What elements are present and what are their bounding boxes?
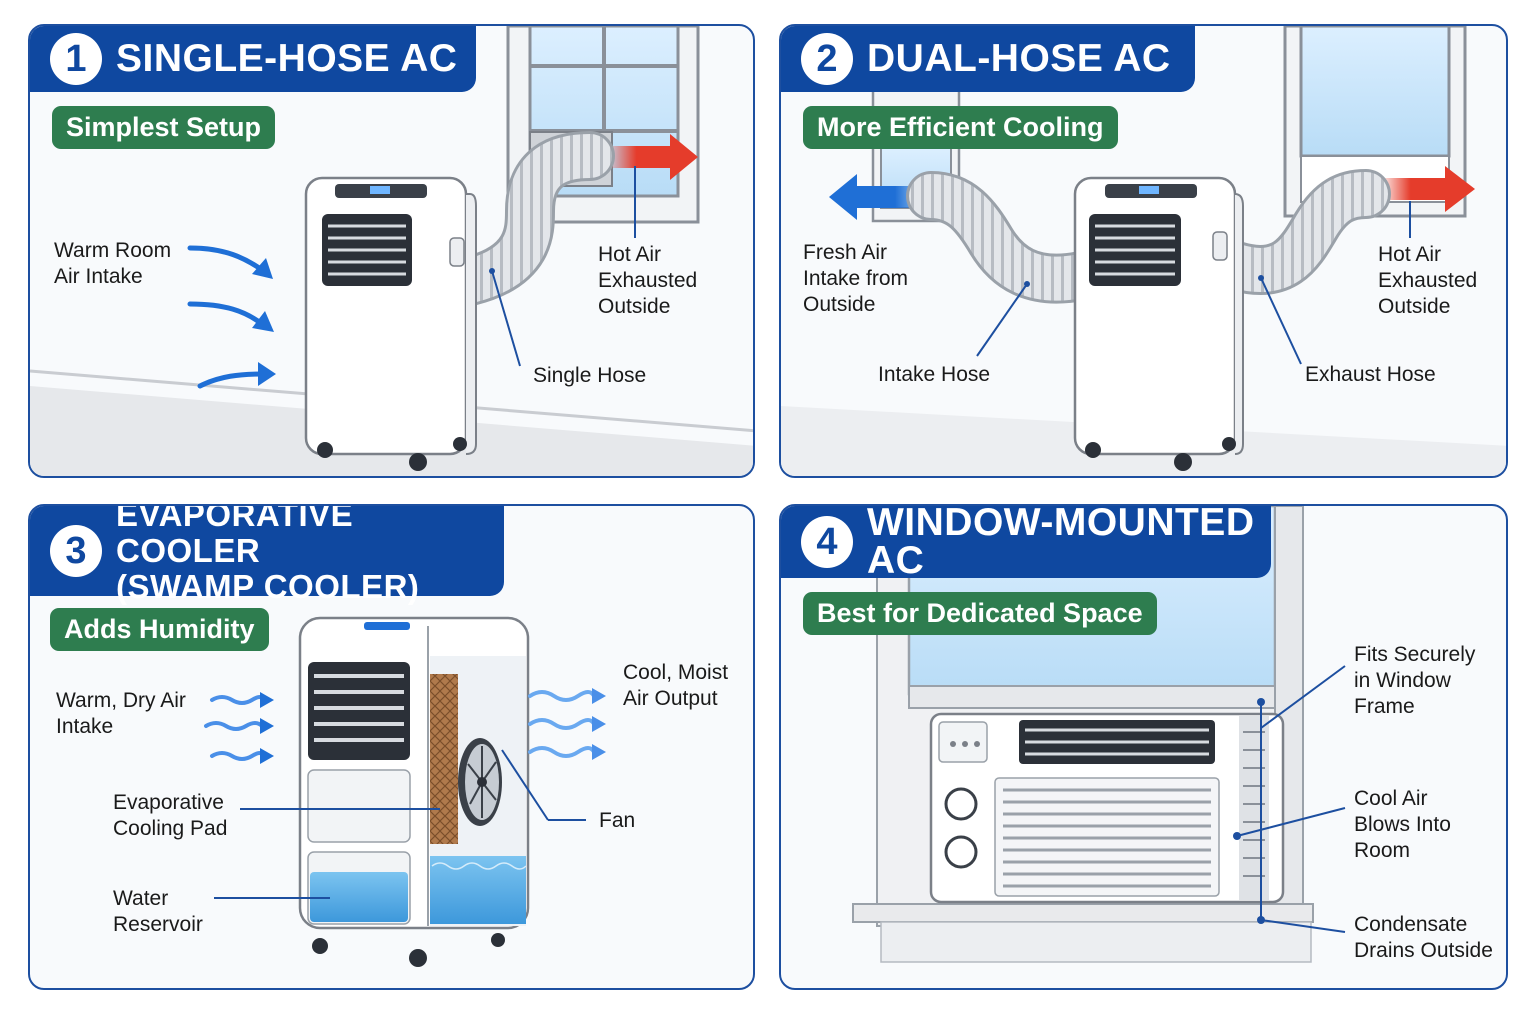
label-fresh-air-intake: Fresh Air Intake from Outside bbox=[803, 241, 909, 316]
label-intake-hose: Intake Hose bbox=[878, 363, 991, 386]
warm-intake-arrows-icon bbox=[187, 245, 276, 389]
feature-badge: Best for Dedicated Space bbox=[803, 592, 1157, 635]
portable-ac-unit bbox=[1073, 176, 1244, 471]
warm-dry-intake-arrows-icon bbox=[204, 692, 274, 764]
label-warm-room-air-intake: Warm Room Air Intake bbox=[54, 239, 172, 288]
label-fits-securely: Fits Securely in Window Frame bbox=[1354, 643, 1476, 718]
panel-number: 3 bbox=[50, 525, 102, 577]
panel-title-bar: 1 SINGLE-HOSE AC bbox=[30, 26, 476, 92]
panel-title: WINDOW-MOUNTED AC bbox=[867, 504, 1255, 582]
panel-title-bar: 3 EVAPORATIVE COOLER (SWAMP COOLER) bbox=[30, 506, 504, 605]
cooling-pad bbox=[430, 674, 458, 844]
label-single-hose: Single Hose bbox=[533, 364, 647, 387]
panel-title: EVAPORATIVE COOLER (SWAMP COOLER) bbox=[116, 504, 420, 605]
feature-badge: More Efficient Cooling bbox=[803, 106, 1118, 149]
cool-moist-output-arrows-icon bbox=[528, 688, 606, 760]
label-exhaust-hose: Exhaust Hose bbox=[1305, 363, 1436, 386]
panel-title-bar: 4 WINDOW-MOUNTED AC bbox=[781, 504, 1271, 582]
panel-window-mounted-ac: 4 WINDOW-MOUNTED AC Best for Dedicated S… bbox=[779, 504, 1508, 990]
label-fan: Fan bbox=[599, 809, 636, 832]
single-hose-illustration bbox=[30, 26, 753, 476]
feature-badge: Adds Humidity bbox=[50, 608, 269, 651]
evaporative-cooler-unit bbox=[298, 616, 530, 967]
label-evaporative-cooling-pad: Evaporative Cooling Pad bbox=[113, 791, 228, 840]
label-condensate-drains: Condensate Drains Outside bbox=[1354, 913, 1493, 962]
label-warm-dry-air-intake: Warm, Dry Air Intake bbox=[56, 689, 186, 738]
water-reservoir bbox=[430, 856, 526, 924]
hot-air-arrow-icon bbox=[1379, 166, 1475, 212]
panel-evaporative-cooler: 3 EVAPORATIVE COOLER (SWAMP COOLER) Adds… bbox=[28, 504, 755, 990]
feature-badge: Simplest Setup bbox=[52, 106, 276, 149]
panel-single-hose: 1 SINGLE-HOSE AC Simplest Setup Warm Roo… bbox=[28, 24, 755, 478]
panel-title: SINGLE-HOSE AC bbox=[116, 37, 458, 80]
label-hot-air-exhausted: Hot Air Exhausted Outside bbox=[598, 243, 698, 318]
panel-number: 4 bbox=[801, 516, 853, 568]
panel-title: DUAL-HOSE AC bbox=[867, 37, 1171, 80]
label-hot-air-exhausted: Hot Air Exhausted Outside bbox=[1378, 243, 1478, 318]
label-cool-moist-output: Cool, Moist Air Output bbox=[623, 661, 729, 710]
fan-icon bbox=[458, 738, 502, 826]
portable-ac-unit bbox=[304, 176, 477, 471]
evaporative-cooler-illustration bbox=[204, 616, 606, 967]
panel-number: 2 bbox=[801, 33, 853, 85]
exhaust-hose bbox=[1214, 172, 1388, 292]
intake-hose bbox=[909, 174, 1103, 301]
window-ac-unit bbox=[929, 712, 1285, 904]
hot-air-arrow-icon bbox=[605, 134, 698, 180]
panel-title-bar: 2 DUAL-HOSE AC bbox=[781, 26, 1195, 92]
label-cool-air-blows: Cool Air Blows Into Room bbox=[1354, 787, 1451, 862]
dual-hose-illustration bbox=[781, 26, 1506, 476]
label-water-reservoir: Water Reservoir bbox=[113, 887, 203, 936]
panel-dual-hose: 2 DUAL-HOSE AC More Efficient Cooling Fr… bbox=[779, 24, 1508, 478]
control-knob-icon bbox=[944, 787, 978, 869]
panel-number: 1 bbox=[50, 33, 102, 85]
